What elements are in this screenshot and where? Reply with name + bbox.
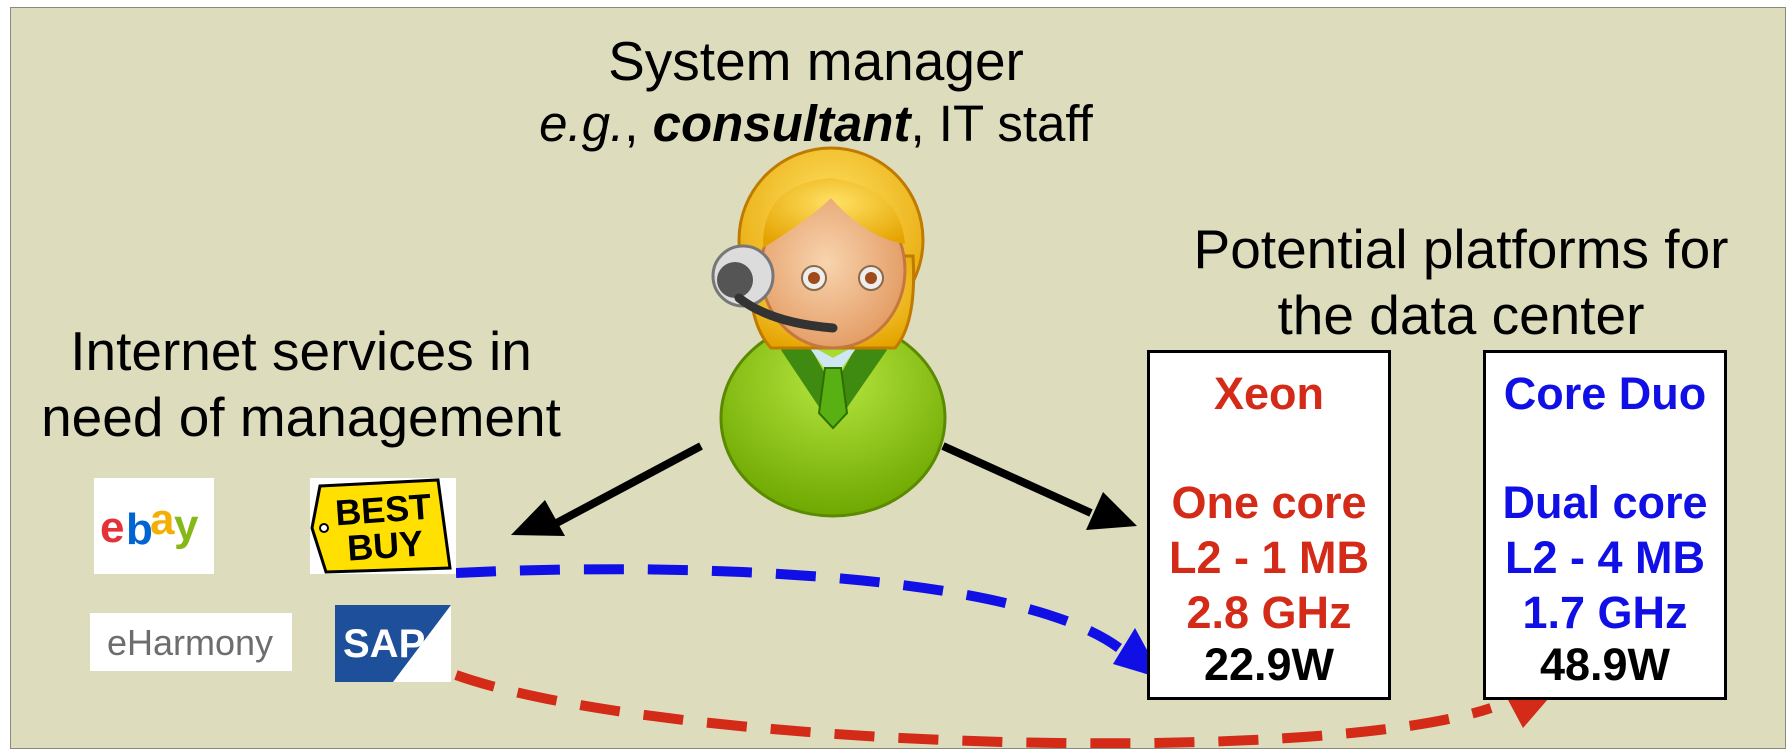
eharmony-text: eHarmony bbox=[107, 622, 273, 663]
eg-text: e.g. bbox=[539, 95, 625, 152]
manager-title: System manager bbox=[608, 30, 1024, 92]
services-title: Internet services in need of management bbox=[41, 320, 561, 448]
it-staff-text: , IT staff bbox=[910, 95, 1093, 152]
bestbuy-line1: BEST bbox=[334, 486, 433, 534]
ebay-logo: e b a y bbox=[94, 478, 214, 574]
svg-text:a: a bbox=[150, 495, 175, 544]
platform-name: Xeon bbox=[1213, 368, 1325, 419]
platform-clock: 1.7 GHz bbox=[1522, 587, 1688, 638]
sub-separator: , bbox=[624, 95, 653, 152]
bestbuy-logo: BEST BUY bbox=[310, 478, 456, 574]
platform-cores: One core bbox=[1171, 477, 1367, 528]
slide: System manager e.g., consultant, IT staf… bbox=[10, 7, 1786, 749]
manager-to-services-arrow bbox=[549, 442, 703, 530]
platform-name: Core Duo bbox=[1503, 368, 1707, 419]
consultant-text: consultant bbox=[652, 95, 911, 152]
bestbuy-line2: BUY bbox=[346, 522, 425, 568]
platforms-title: Potential platforms for the data center bbox=[1193, 218, 1729, 346]
platform-power: 48.9W bbox=[1539, 639, 1671, 690]
sap-text: SAP bbox=[343, 622, 425, 666]
platform-cache: L2 - 1 MB bbox=[1168, 532, 1370, 583]
platforms-arrowhead bbox=[1086, 492, 1137, 530]
bestbuy-to-xeon-dashed-arrow bbox=[455, 564, 1122, 653]
svg-text:y: y bbox=[174, 501, 199, 550]
platform-cache: L2 - 4 MB bbox=[1504, 532, 1706, 583]
manager-subtitle: e.g., consultant, IT staff bbox=[421, 94, 1211, 154]
eharmony-logo: eHarmony bbox=[90, 613, 292, 671]
sap-logo: SAP bbox=[335, 605, 451, 682]
xeon-platform-box: Xeon One core L2 - 1 MB 2.8 GHz 22.9W bbox=[1147, 350, 1391, 700]
platform-power: 22.9W bbox=[1203, 639, 1335, 690]
svg-text:e: e bbox=[100, 503, 124, 552]
headset-icon bbox=[711, 244, 838, 333]
services-arrowhead bbox=[511, 500, 565, 536]
platform-cores: Dual core bbox=[1502, 477, 1708, 528]
manager-to-platforms-arrow bbox=[941, 442, 1093, 517]
core-duo-platform-box: Core Duo Dual core L2 - 4 MB 1.7 GHz 48.… bbox=[1483, 350, 1727, 700]
platform-clock: 2.8 GHz bbox=[1186, 587, 1352, 638]
svg-text:b: b bbox=[126, 505, 153, 554]
